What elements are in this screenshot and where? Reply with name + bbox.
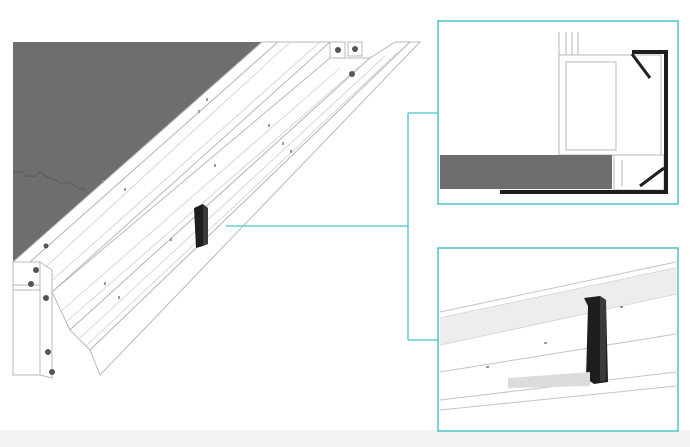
corner-post xyxy=(12,261,53,379)
rail-slots xyxy=(102,98,292,299)
panel-seam xyxy=(13,171,87,191)
clip-part xyxy=(194,204,208,248)
detail-bottom xyxy=(437,247,679,432)
detail-top-panel xyxy=(440,155,612,189)
detail-top xyxy=(437,20,679,205)
detail-bottom-clip xyxy=(508,296,608,388)
rail-grooves xyxy=(39,41,399,347)
main-view xyxy=(11,41,422,379)
ground-shadow xyxy=(0,430,690,447)
callout-leaders xyxy=(226,112,438,341)
bolt-holes xyxy=(28,46,358,375)
